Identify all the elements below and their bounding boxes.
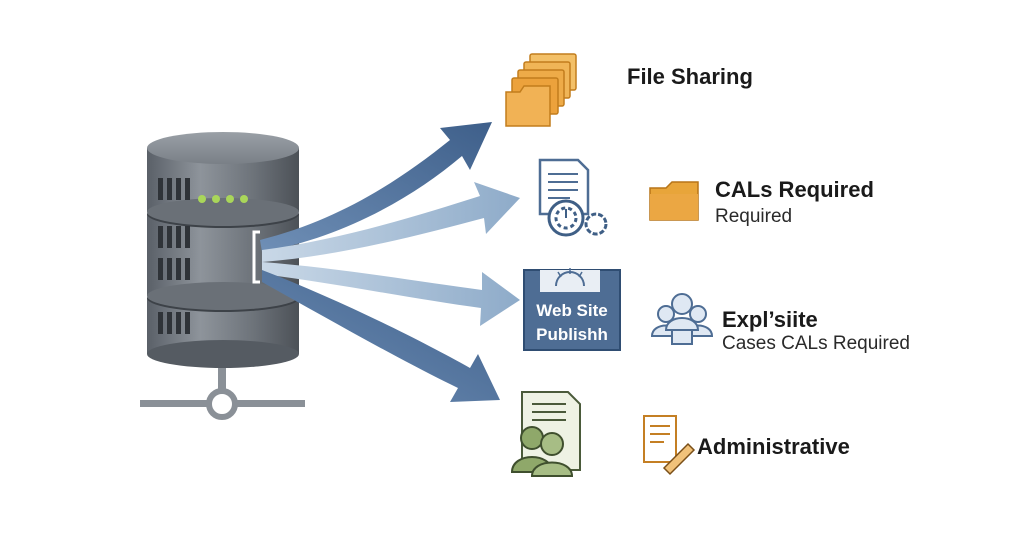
status-led-icon <box>198 195 248 203</box>
arrow-file-sharing <box>260 122 492 252</box>
arrow-web-site <box>262 262 520 326</box>
item-title-administrative: Administrative <box>697 434 850 459</box>
folder-icon <box>649 181 699 221</box>
folders-stack-icon <box>505 53 577 127</box>
web-site-publish-icon <box>523 268 621 351</box>
item-subtitle-explsiite: Cases CALs Required <box>722 333 910 354</box>
item-title-cals-required: CALs Required <box>715 177 874 202</box>
web-icon-line2: Publishh <box>536 325 608 344</box>
item-subtitle-cals-required: Required <box>715 206 793 227</box>
user-group-icon <box>650 293 714 345</box>
arrow-cals <box>262 182 520 262</box>
flow-arrows <box>260 122 520 402</box>
scroll-user-icon <box>510 391 581 477</box>
document-pen-icon <box>643 415 696 476</box>
network-connector-icon <box>140 355 305 420</box>
document-gears-icon <box>538 158 608 237</box>
item-title-explsiite: Expl’siite <box>722 307 818 332</box>
item-title-file-sharing: File Sharing <box>627 64 753 89</box>
web-icon-line1: Web Site <box>536 301 607 320</box>
arrow-administrative <box>262 270 500 402</box>
